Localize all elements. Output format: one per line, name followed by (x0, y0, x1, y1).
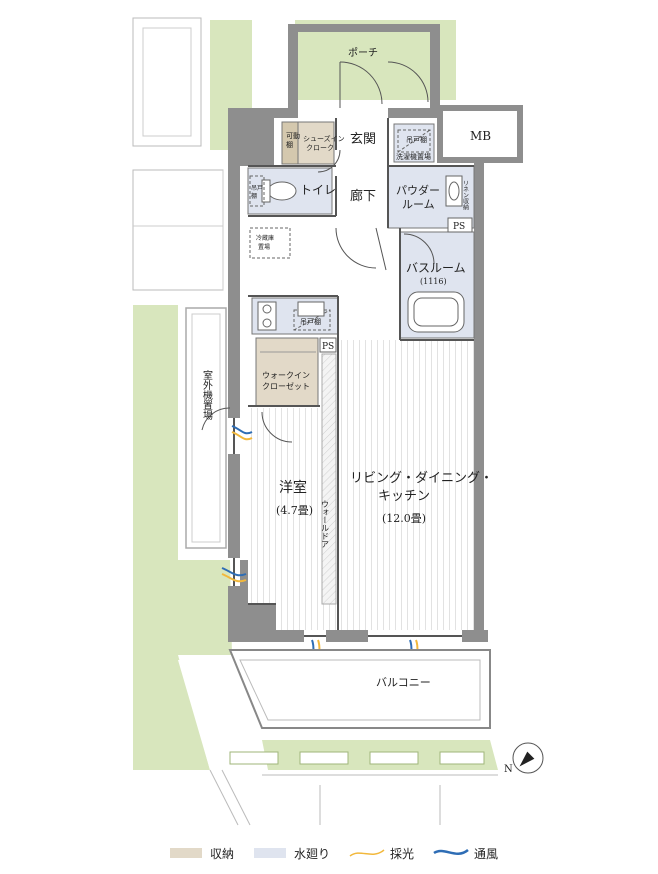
label-washer-space: 洗濯機置場 (396, 152, 431, 161)
label-meter-box: MB (470, 129, 491, 143)
stove (257, 301, 277, 331)
label-powder-room-line2: ルーム (402, 198, 435, 211)
label-outdoor-unit: 室外機置場 (201, 369, 213, 421)
green-area-left (133, 305, 178, 560)
partitions (248, 118, 474, 630)
planter-row (229, 751, 485, 765)
north-arrow: N (504, 742, 544, 775)
legend-item-0: 収納 (170, 847, 234, 861)
legend-line-3 (433, 848, 469, 855)
interior-floor (248, 118, 474, 630)
toilet-bowl (267, 181, 297, 201)
label-corridor: 廊下 (350, 188, 376, 204)
doors (201, 61, 435, 443)
label-western-room: 洋室 (279, 479, 307, 496)
legend-label-2: 採光 (390, 847, 414, 861)
surroundings (132, 17, 498, 826)
exterior-walls (228, 24, 523, 642)
label-fridge-space: 冷蔵庫 置場 (256, 234, 276, 251)
label-toilet-hanging-shelf: 吊戸 棚 (251, 185, 265, 200)
outdoor-unit-area (185, 307, 227, 549)
green-area-bottom-left (133, 560, 232, 770)
green-area-bottom (178, 660, 262, 770)
fixtures (233, 129, 473, 637)
label-walk-in-closet-line1: ウォークイン (262, 371, 310, 380)
label-ldk-line1: リビング・ダイニング・ (350, 471, 493, 486)
label-shoes-in-closet-line1: シューズイン (303, 134, 345, 143)
label-bathroom: バスルーム (406, 261, 466, 275)
legend-label-0: 収納 (210, 847, 234, 861)
green-area-top-right (295, 20, 456, 100)
walk-in-closet (255, 337, 319, 407)
label-wall-door: ウォールドア (321, 500, 330, 548)
sink (297, 301, 325, 317)
label-powder-room: パウダー ルーム (396, 183, 444, 211)
balcony-area (228, 649, 491, 729)
label-toilet: トイレ (300, 183, 336, 197)
label-balcony: バルコニー (376, 676, 431, 689)
legend-label-3: 通風 (474, 847, 498, 861)
label-shoes-in-closet-line2: クローク (306, 144, 334, 152)
label-kitchen-hanging-shelf: 吊戸棚 (300, 317, 321, 326)
legend-line-2 (349, 849, 385, 857)
label-shoes-in-closet: シューズイン クローク (303, 134, 347, 152)
movable-shelf (281, 121, 299, 165)
label-bathroom-size: (1116) (420, 277, 447, 286)
north-label: N (504, 764, 513, 775)
label-ldk: リビング・ダイニング・ キッチン (350, 471, 497, 504)
room-labels: ポーチ 玄関 シューズイン クローク 可動 棚 吊戸棚 洗濯機置場 MB トイレ… (201, 47, 497, 689)
neighbor-block-1 (132, 17, 202, 147)
legend-item-1: 水廻り (254, 847, 330, 861)
legend-label-1: 水廻り (294, 847, 330, 861)
legend-swatch-0 (170, 848, 202, 858)
label-walk-in-closet: ウォークイン クローゼット (262, 371, 313, 391)
label-hanging-shelf-top: 吊戸棚 (406, 135, 427, 144)
label-ldk-line2: キッチン (378, 489, 430, 504)
legend-swatch-1 (254, 848, 286, 858)
legend-item-3: 通風 (433, 847, 498, 861)
label-ps-lower: PS (322, 342, 334, 352)
neighbor-block-2 (132, 169, 224, 291)
fridge-space (249, 227, 291, 259)
legend-item-2: 採光 (349, 847, 414, 861)
label-movable-shelf: 可動 棚 (286, 131, 302, 149)
label-western-room-size: (4.7畳) (276, 504, 313, 517)
label-walk-in-closet-line2: クローゼット (262, 381, 310, 391)
label-porch: ポーチ (348, 47, 378, 59)
label-entrance: 玄関 (350, 132, 376, 147)
legend: 収納 水廻り 採光 通風 (170, 847, 498, 861)
label-ldk-size: (12.0畳) (382, 512, 426, 525)
label-linen-storage: リネン収納 (462, 180, 469, 211)
label-powder-room-line1: パウダー (396, 183, 440, 197)
label-ps-upper: PS (453, 222, 465, 232)
